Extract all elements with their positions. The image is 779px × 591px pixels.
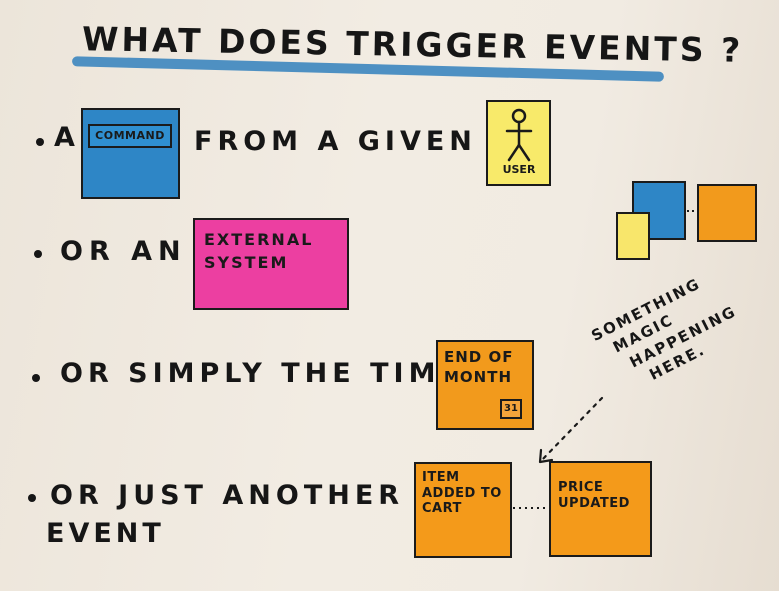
external-system-label: EXTERNAL SYSTEM <box>204 228 313 274</box>
command-label: COMMAND <box>88 124 172 148</box>
price-updated-line-2: UPDATED <box>558 495 630 511</box>
end-of-month-label: END OF MONTH <box>444 348 513 387</box>
bullet-2-text: OR AN <box>60 236 187 267</box>
bullet-dot-1 <box>36 138 44 146</box>
mini-event-sticky <box>697 184 757 242</box>
external-system-sticky <box>193 218 349 310</box>
item-added-sticky <box>414 462 512 558</box>
end-of-month-line-2: MONTH <box>444 367 513 386</box>
bullet-1-prefix: A <box>54 122 79 153</box>
mini-user-sticky <box>616 212 650 260</box>
item-added-label: ITEM ADDED TO CART <box>422 470 502 517</box>
price-updated-sticky <box>549 461 652 557</box>
bullet-dot-2 <box>34 250 42 258</box>
end-of-month-line-1: END OF <box>444 348 514 366</box>
item-added-line-3: CART <box>422 501 462 517</box>
item-added-line-2: ADDED TO <box>422 485 502 501</box>
calendar-icon: 31 <box>500 399 522 419</box>
external-system-line-1: EXTERNAL <box>204 230 314 249</box>
bullet-dot-4 <box>28 494 36 502</box>
bullet-4-line-1: OR JUST ANOTHER <box>50 480 405 511</box>
command-sticky <box>81 108 180 199</box>
item-added-line-1: ITEM <box>422 470 460 485</box>
user-label: USER <box>502 163 536 176</box>
bullet-dot-3 <box>32 374 40 382</box>
bullet-1-suffix: FROM A GIVEN <box>194 126 477 157</box>
bullet-4-line-2: EVENT <box>46 518 165 549</box>
price-updated-label: PRICE UPDATED <box>558 480 630 511</box>
bullet-3-text: OR SIMPLY THE TIME <box>60 358 464 389</box>
price-updated-line-1: PRICE <box>558 480 604 495</box>
external-system-line-2: SYSTEM <box>204 253 289 273</box>
mini-command-sticky <box>632 181 686 240</box>
